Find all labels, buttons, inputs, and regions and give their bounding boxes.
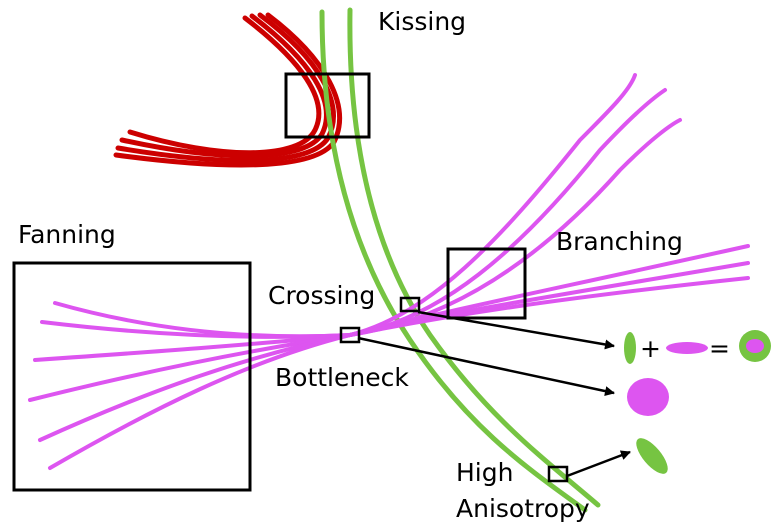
anisotropy-label: Anisotropy	[456, 494, 590, 523]
branching-label: Branching	[556, 227, 683, 256]
equals-sign: =	[709, 334, 730, 363]
plus-sign: +	[640, 334, 661, 363]
green-fiber-bundle	[319, 7, 601, 513]
bottleneck-voxel-box	[339, 326, 361, 344]
red-fiber-bundle	[113, 12, 342, 168]
branching-region-box	[446, 247, 527, 320]
high-label: High	[456, 458, 513, 487]
crossing-voxel-box	[399, 296, 421, 313]
anisotropy-arrow	[566, 450, 631, 478]
bottleneck-tensor-glyph	[627, 378, 669, 416]
kissing-region-box	[284, 72, 371, 139]
magenta-tensor-glyph	[666, 342, 708, 354]
green-tensor-glyph	[624, 332, 636, 364]
combined-tensor-glyph-inner	[746, 339, 764, 353]
bottleneck-arrow	[357, 336, 615, 396]
fanning-region-box	[12, 261, 252, 492]
bottleneck-label: Bottleneck	[275, 363, 409, 392]
crossing-arrow	[417, 310, 615, 350]
fanning-label: Fanning	[18, 220, 116, 249]
kissing-label: Kissing	[378, 7, 466, 36]
crossing-label: Crossing	[268, 281, 375, 310]
anisotropy-tensor-glyph	[636, 438, 668, 474]
anisotropy-voxel-box	[547, 465, 569, 483]
